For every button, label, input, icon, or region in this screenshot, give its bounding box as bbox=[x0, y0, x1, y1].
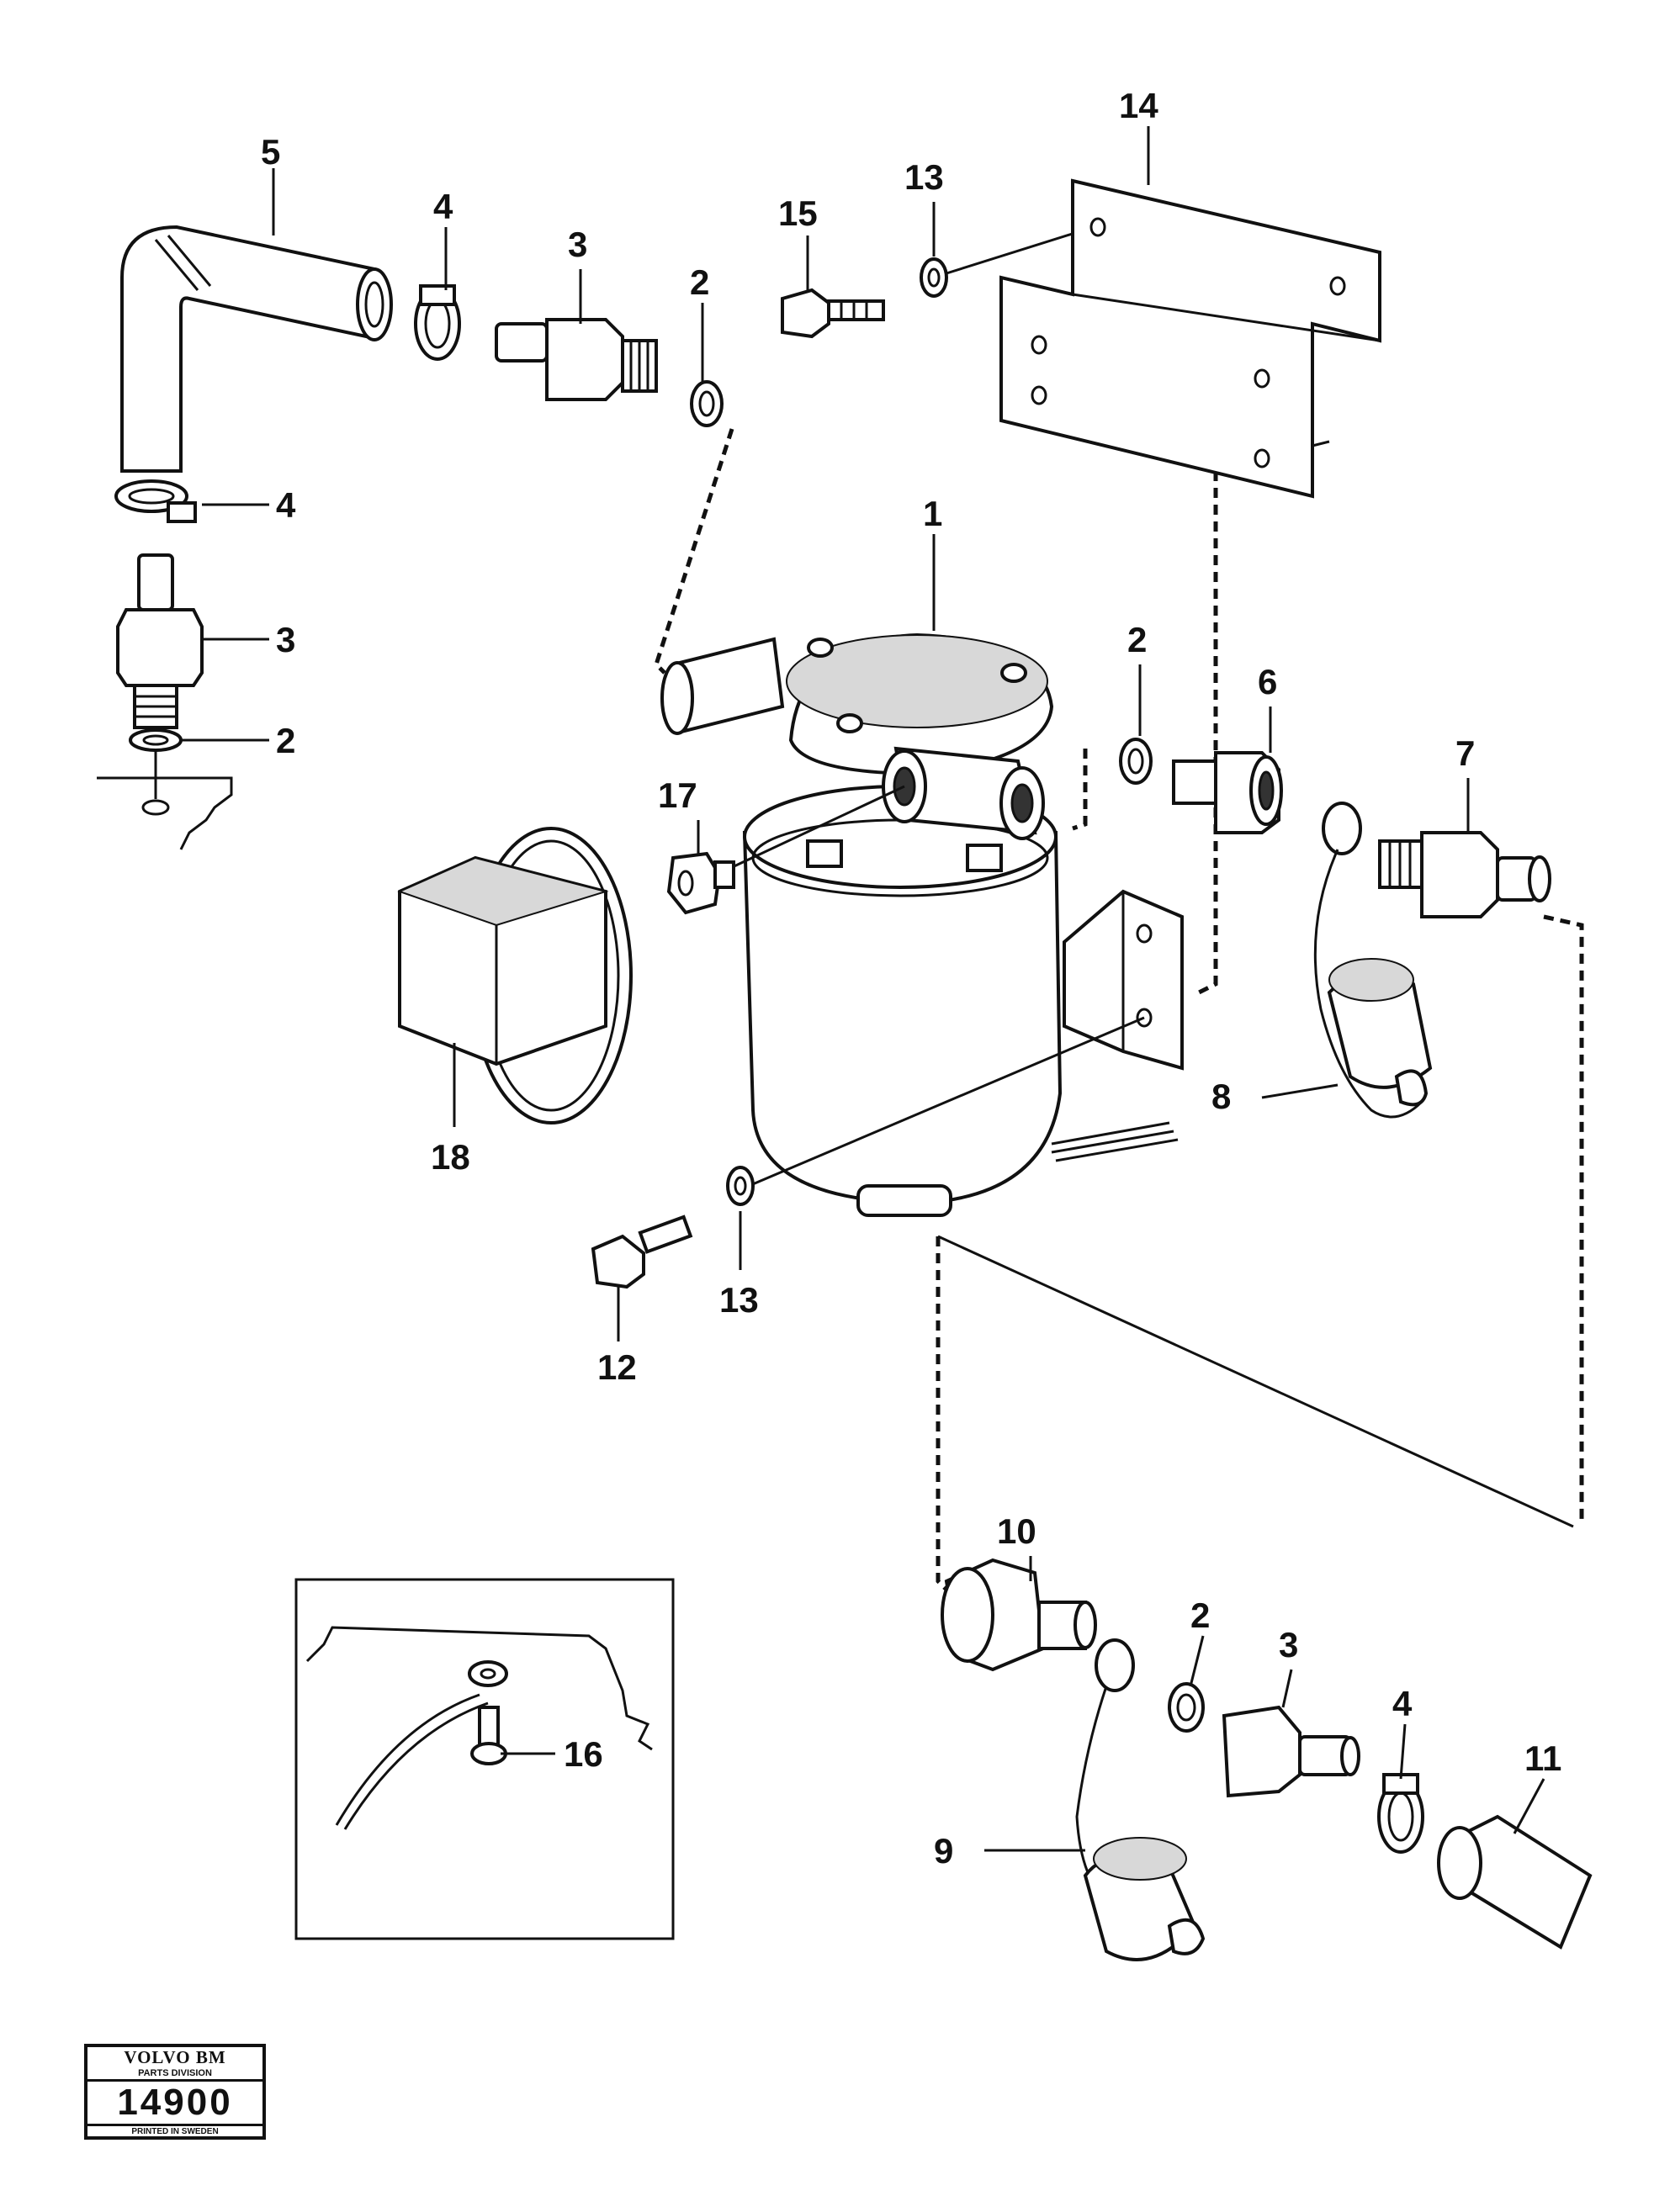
callout-1: 1 bbox=[923, 494, 942, 533]
callout-14: 14 bbox=[1119, 86, 1158, 125]
washer-part-2d bbox=[1168, 1682, 1205, 1733]
hose-part-11 bbox=[1437, 1814, 1593, 1950]
callout-3: 3 bbox=[1279, 1625, 1298, 1664]
assembly-line-d bbox=[1543, 914, 1584, 1522]
stamp-division: PARTS DIVISION bbox=[87, 2067, 262, 2082]
washer-part-13b bbox=[726, 1166, 755, 1206]
hose-part-5 bbox=[120, 225, 393, 473]
callout-7: 7 bbox=[1455, 733, 1475, 773]
callout-2: 2 bbox=[1190, 1595, 1210, 1635]
hose-clamp-part-4a bbox=[414, 284, 461, 361]
callout-4: 4 bbox=[276, 485, 296, 525]
volvo-bm-parts-stamp: VOLVO BM PARTS DIVISION 14900 PRINTED IN… bbox=[84, 2044, 266, 2140]
callout-5: 5 bbox=[261, 132, 280, 172]
plug-part-17 bbox=[666, 851, 735, 915]
heater-part-18 bbox=[397, 827, 633, 1125]
callout-12: 12 bbox=[597, 1347, 637, 1387]
stamp-number: 14900 bbox=[87, 2082, 262, 2126]
callout-9: 9 bbox=[934, 1831, 953, 1871]
dust-cap-part-9 bbox=[1075, 1638, 1206, 1961]
callout-18: 18 bbox=[431, 1137, 470, 1177]
assembly-line-b bbox=[1197, 471, 1218, 995]
callout-2: 2 bbox=[276, 721, 295, 760]
filter-mount-bracket bbox=[748, 889, 1184, 1188]
callout-4: 4 bbox=[1392, 1684, 1413, 1723]
callout-3: 3 bbox=[276, 620, 295, 659]
hose-clamp-part-4b bbox=[114, 479, 197, 523]
assembly-line-c bbox=[1072, 749, 1088, 831]
assembly-line-e bbox=[936, 1236, 948, 1591]
callout-13: 13 bbox=[719, 1280, 759, 1320]
callout-11: 11 bbox=[1524, 1738, 1561, 1778]
washer-part-13a bbox=[920, 225, 1095, 298]
coupling-part-10 bbox=[941, 1558, 1097, 1672]
filter-housing-part-1 bbox=[660, 632, 1179, 1217]
nipple-part-3c bbox=[1222, 1705, 1360, 1798]
washer-part-2c bbox=[1119, 738, 1153, 785]
callout-4: 4 bbox=[433, 187, 453, 226]
hose-clamp-part-4c bbox=[1377, 1773, 1424, 1854]
adapter-part-6 bbox=[1172, 751, 1283, 834]
dust-cap-part-8 bbox=[1313, 802, 1433, 1119]
detail-inset bbox=[294, 1578, 675, 1940]
bolt-part-15 bbox=[781, 288, 885, 339]
callout-2: 2 bbox=[690, 262, 709, 302]
callout-13: 13 bbox=[904, 157, 944, 197]
washer-part-2a bbox=[690, 380, 724, 427]
washer-part-2b bbox=[129, 728, 183, 752]
callout-10: 10 bbox=[997, 1511, 1036, 1551]
callout-16: 16 bbox=[564, 1734, 603, 1774]
leader-lines bbox=[181, 126, 1545, 1852]
callout-17: 17 bbox=[658, 775, 697, 815]
stamp-printed: PRINTED IN SWEDEN bbox=[131, 2127, 219, 2136]
bolt-part-12 bbox=[591, 1214, 693, 1289]
assembly-line-a bbox=[654, 428, 734, 675]
assembly-line-f bbox=[937, 1235, 1574, 1528]
callout-3: 3 bbox=[568, 225, 587, 264]
callout-2: 2 bbox=[1127, 620, 1147, 659]
nipple-part-3b bbox=[116, 553, 204, 729]
coupling-part-7 bbox=[1378, 831, 1551, 918]
stamp-brand: VOLVO BM bbox=[124, 2047, 226, 2067]
nipple-part-3a bbox=[495, 318, 658, 401]
mounting-surface bbox=[97, 749, 233, 850]
callout-8: 8 bbox=[1211, 1077, 1231, 1116]
bracket-part-14 bbox=[999, 178, 1381, 499]
callout-15: 15 bbox=[778, 193, 818, 233]
callout-6: 6 bbox=[1258, 662, 1277, 701]
